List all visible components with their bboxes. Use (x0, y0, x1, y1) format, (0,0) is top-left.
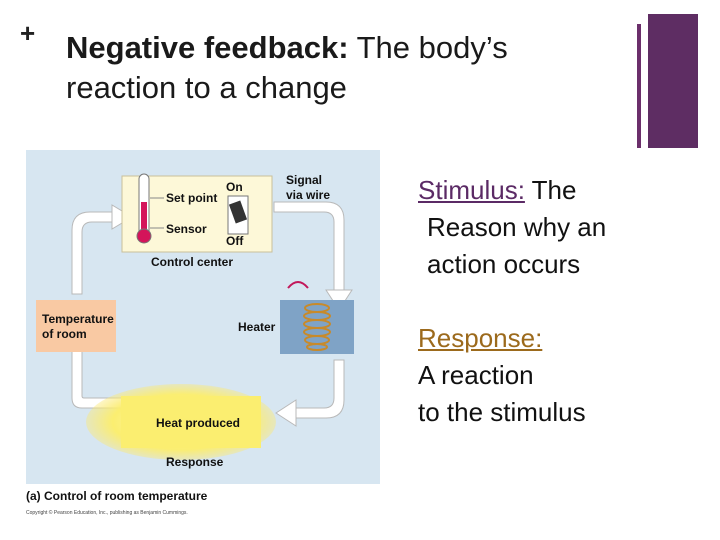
accent-bar-thin (637, 24, 641, 148)
feedback-diagram: Set point Sensor On Off Control center S… (26, 150, 380, 524)
heater-coil-icon (303, 303, 331, 351)
title-term: Negative feedback: (66, 30, 349, 65)
switch-icon (227, 195, 249, 235)
temperature-box (36, 300, 116, 352)
response-line-2: to the stimulus (418, 397, 586, 427)
stimulus-term: Stimulus: (418, 175, 525, 205)
accent-bar-thick (648, 14, 698, 148)
heater-label: Heater (238, 320, 276, 334)
sensor-label: Sensor (166, 222, 207, 236)
signal-label: Signal (286, 173, 322, 187)
via-wire-label: via wire (286, 188, 330, 202)
stimulus-line-2: Reason why an (427, 212, 607, 242)
slide-title: Negative feedback: The body’s reaction t… (66, 28, 626, 108)
heat-produced-label: Heat produced (156, 416, 240, 430)
switch-signal-icon (287, 281, 309, 289)
stimulus-line-1: The (524, 175, 577, 205)
off-label: Off (226, 234, 244, 248)
response-label: Response (166, 455, 224, 469)
set-point-label: Set point (166, 191, 217, 205)
temperature-label: Temperature (42, 312, 114, 326)
heat-produced-box (121, 396, 261, 448)
response-term: Response: (418, 323, 543, 353)
of-room-label: of room (42, 327, 87, 341)
plus-icon: + (20, 18, 36, 48)
control-center-label: Control center (151, 255, 233, 269)
title-definition: The body’s reaction to a change (66, 30, 508, 105)
response-line-1: A reaction (418, 360, 534, 390)
on-label: On (226, 180, 243, 194)
response-definition: Response: A reaction to the stimulus (418, 320, 708, 431)
figure-caption: (a) Control of room temperature (26, 489, 208, 503)
figure-copyright: Copyright © Pearson Education, Inc., pub… (26, 509, 188, 516)
stimulus-line-3: action occurs (427, 249, 581, 279)
thermometer-icon (136, 173, 152, 244)
stimulus-definition: Stimulus: The Reason why an action occur… (418, 172, 708, 283)
